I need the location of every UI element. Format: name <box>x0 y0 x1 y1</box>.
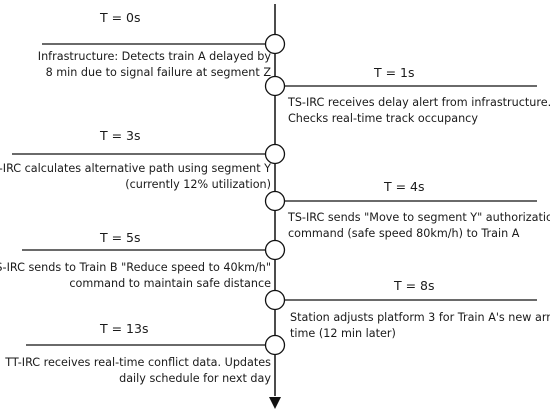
time-label: T = 1s <box>374 65 415 80</box>
time-label: T = 5s <box>100 230 141 245</box>
event-line: TS-IRC sends to Train B "Reduce speed to… <box>0 261 271 274</box>
timeline-node <box>264 289 286 311</box>
event-line: daily schedule for next day <box>119 372 271 385</box>
timeline-node <box>264 33 286 55</box>
timeline-node <box>264 143 286 165</box>
event-line: TT-IRC receives real-time conflict data.… <box>5 356 271 369</box>
event-line: (currently 12% utilization) <box>125 178 271 191</box>
event-description: TS-IRC sends "Move to segment Y" authori… <box>288 210 550 242</box>
event-line: command to maintain safe distance <box>69 277 271 290</box>
event-line: TS-IRC sends "Move to segment Y" authori… <box>288 211 550 224</box>
event-description: Station adjusts platform 3 for Train A's… <box>290 310 550 342</box>
event-description: TS-IRC receives delay alert from infrast… <box>288 95 550 127</box>
event-line: time (12 min later) <box>290 327 396 340</box>
time-label: T = 3s <box>100 128 141 143</box>
event-line: Infrastructure: Detects train A delayed … <box>37 50 271 63</box>
event-line: 8 min due to signal failure at segment Z <box>45 66 271 79</box>
timeline-node <box>264 334 286 356</box>
event-line: Station adjusts platform 3 for Train A's… <box>290 311 550 324</box>
event-description: TT-IRC receives real-time conflict data.… <box>5 355 271 387</box>
event-description: TS-IRC calculates alternative path using… <box>0 161 271 193</box>
event-description: Infrastructure: Detects train A delayed … <box>38 49 271 81</box>
time-label: T = 0s <box>100 10 141 25</box>
event-description: TS-IRC sends to Train B "Reduce speed to… <box>0 260 271 292</box>
event-line: TS-IRC calculates alternative path using… <box>0 162 271 175</box>
time-label: T = 4s <box>384 179 425 194</box>
timeline-arrow-head <box>269 397 281 409</box>
event-line: TS-IRC receives delay alert from infrast… <box>288 96 550 109</box>
timeline-node <box>264 239 286 261</box>
timeline-node <box>264 75 286 97</box>
time-label: T = 8s <box>394 278 435 293</box>
event-line: Checks real-time track occupancy <box>288 112 478 125</box>
event-line: command (safe speed 80km/h) to Train A <box>288 227 520 240</box>
time-label: T = 13s <box>100 321 149 336</box>
timeline-node <box>264 190 286 212</box>
